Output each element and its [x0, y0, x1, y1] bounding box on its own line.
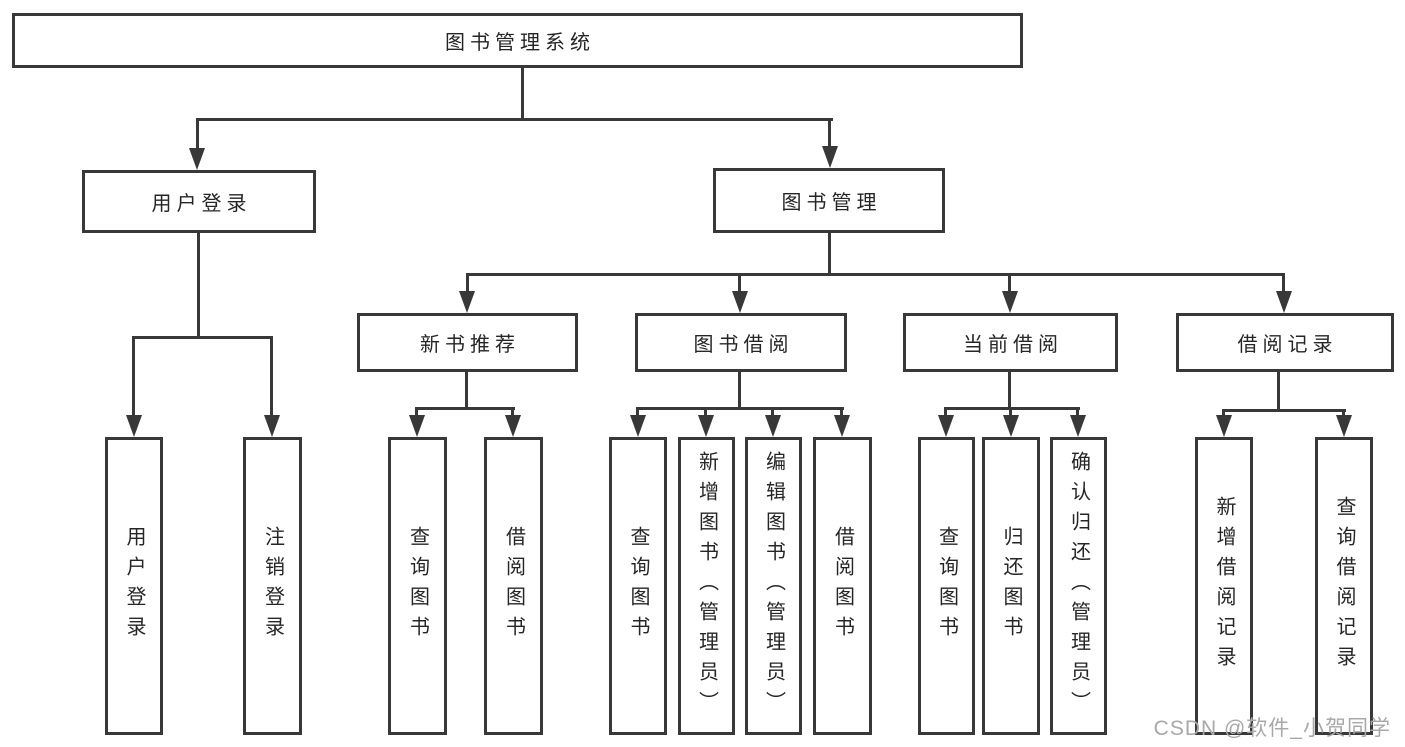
- connector-line: [270, 336, 273, 420]
- connector-line: [1222, 409, 1346, 412]
- arrowhead-down-icon: [1276, 291, 1292, 313]
- node-current-borrowing: 当前借阅: [903, 313, 1118, 372]
- connector-line: [465, 372, 468, 409]
- node-label: 用户登录: [151, 193, 252, 215]
- node-label: 用户登录: [123, 526, 145, 646]
- connector-line: [944, 407, 1080, 410]
- node-leaf-borrow-books-2: 借阅图书: [813, 437, 872, 735]
- connector-line: [466, 273, 469, 297]
- arrowhead-down-icon: [1216, 415, 1232, 437]
- node-label: 确认归还（管理员）: [1067, 451, 1090, 721]
- node-leaf-user-login: 用户登录: [105, 437, 163, 735]
- arrowhead-down-icon: [1070, 415, 1086, 437]
- node-user-login: 用户登录: [82, 170, 316, 233]
- connector-line: [840, 407, 843, 421]
- connector-line: [197, 233, 200, 338]
- arrowhead-down-icon: [1003, 415, 1019, 437]
- connector-line: [828, 118, 831, 152]
- connector-line: [132, 336, 135, 420]
- arrowhead-down-icon: [698, 415, 714, 437]
- node-label: 查询图书: [935, 526, 958, 646]
- node-label: 图书管理系统: [445, 32, 595, 54]
- node-leaf-confirm-return-admin: 确认归还（管理员）: [1050, 437, 1107, 735]
- connector-line: [1282, 273, 1285, 297]
- connector-line: [415, 407, 515, 410]
- node-label: 查询借阅记录: [1333, 496, 1355, 676]
- connector-line: [132, 336, 273, 339]
- node-label: 借阅图书: [831, 526, 854, 646]
- connector-line: [1008, 372, 1011, 409]
- arrowhead-down-icon: [1336, 415, 1352, 437]
- arrowhead-down-icon: [264, 415, 280, 437]
- arrowhead-down-icon: [189, 148, 205, 170]
- node-label: 注销登录: [261, 526, 284, 646]
- node-label: 新书推荐: [420, 334, 520, 356]
- arrowhead-down-icon: [732, 291, 748, 313]
- arrowhead-down-icon: [765, 415, 781, 437]
- arrowhead-down-icon: [938, 415, 954, 437]
- arrowhead-down-icon: [126, 415, 142, 437]
- node-label: 当前借阅: [963, 334, 1063, 356]
- arrowhead-down-icon: [630, 415, 646, 437]
- connector-line: [1277, 372, 1280, 409]
- connector-line: [738, 273, 741, 297]
- connector-line: [771, 407, 774, 421]
- node-leaf-query-books-2: 查询图书: [609, 437, 667, 735]
- node-label: 图书借阅: [693, 334, 794, 356]
- node-leaf-query-books-1: 查询图书: [388, 437, 447, 735]
- node-label: 借阅图书: [502, 526, 525, 646]
- connector-line: [511, 407, 514, 421]
- node-leaf-query-books-3: 查询图书: [918, 437, 975, 735]
- connector-line: [196, 118, 833, 121]
- node-label: 新增借阅记录: [1213, 496, 1235, 676]
- node-leaf-add-borrow-record: 新增借阅记录: [1195, 437, 1253, 735]
- csdn-watermark: CSDN @软件_小贺同学: [1153, 717, 1391, 740]
- node-book-borrowing: 图书借阅: [635, 313, 847, 372]
- arrowhead-down-icon: [822, 146, 838, 168]
- node-root: 图书管理系统: [12, 13, 1023, 68]
- connector-line: [1076, 407, 1079, 421]
- connector-line: [466, 273, 1285, 276]
- arrowhead-down-icon: [1002, 291, 1018, 313]
- connector-line: [1009, 407, 1012, 421]
- node-label: 查询图书: [627, 526, 649, 646]
- node-label: 编辑图书（管理员）: [762, 451, 785, 721]
- node-leaf-return-books: 归还图书: [982, 437, 1040, 735]
- node-label: 查询图书: [406, 526, 429, 646]
- arrowhead-down-icon: [459, 291, 475, 313]
- connector-line: [828, 233, 831, 275]
- node-label: 图书管理: [781, 192, 882, 214]
- node-leaf-edit-book-admin: 编辑图书（管理员）: [745, 437, 802, 735]
- arrowhead-down-icon: [834, 415, 850, 437]
- node-label: 借阅记录: [1237, 334, 1338, 356]
- node-new-book-recommendation: 新书推荐: [357, 313, 578, 372]
- connector-line: [944, 407, 947, 421]
- node-label: 归还图书: [1000, 526, 1022, 646]
- connector-line: [636, 407, 844, 410]
- node-leaf-add-book-admin: 新增图书（管理员）: [678, 437, 735, 735]
- connector-line: [521, 68, 524, 118]
- node-book-management: 图书管理: [713, 168, 945, 233]
- connector-line: [738, 372, 741, 409]
- arrowhead-down-icon: [409, 415, 425, 437]
- arrowhead-down-icon: [505, 415, 521, 437]
- connector-line: [636, 407, 639, 421]
- node-leaf-query-borrow-record: 查询借阅记录: [1315, 437, 1373, 735]
- connector-line: [196, 118, 199, 154]
- node-leaf-borrow-books-1: 借阅图书: [484, 437, 543, 735]
- node-leaf-logout: 注销登录: [243, 437, 302, 735]
- connector-line: [415, 407, 418, 421]
- node-borrowing-records: 借阅记录: [1176, 313, 1394, 372]
- connector-line: [704, 407, 707, 421]
- node-label: 新增图书（管理员）: [695, 451, 718, 721]
- connector-line: [1008, 273, 1011, 297]
